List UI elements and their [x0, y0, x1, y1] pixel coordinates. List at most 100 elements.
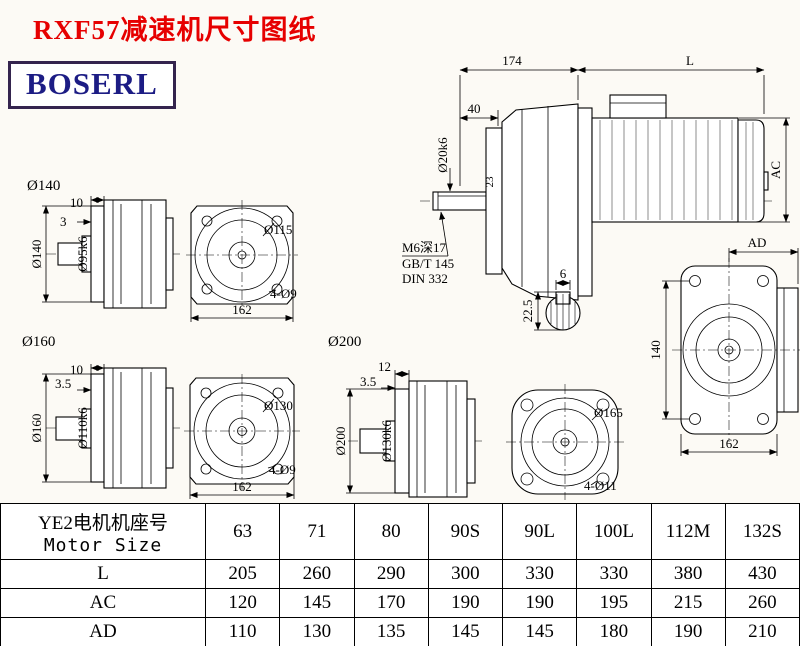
- flange200-label: Ø200: [328, 334, 361, 350]
- motor-size-cell: 90L: [501, 503, 578, 560]
- dim-label: 3.5: [360, 374, 376, 389]
- table-row-AD: AD 110 130 135 145 145 180 190 210: [0, 617, 800, 646]
- table-header-row: YE2电机机座号 Motor Size 63 71 80 90S 90L 100…: [0, 503, 800, 560]
- motor-size-header-cell: YE2电机机座号 Motor Size: [0, 503, 206, 560]
- motor-size-cell: 63: [204, 503, 281, 560]
- dim-row-label: L: [0, 559, 206, 589]
- drawing-canvas: Ø140 10 3 Ø140 Ø95k6: [22, 53, 800, 500]
- dim-label: 3: [60, 214, 67, 229]
- dim-label: Ø140: [29, 240, 44, 269]
- dim-value-cell: 330: [501, 559, 578, 589]
- dim-key-height: 22.5: [520, 291, 563, 331]
- motor-size-cell: 112M: [650, 503, 726, 560]
- front115-view: Ø115 4-Ø9 162: [186, 200, 298, 322]
- dim-value-cell: 210: [724, 617, 800, 646]
- motor-size-header-cn: YE2电机机座号: [38, 512, 168, 534]
- output-flange: [90, 373, 105, 483]
- dim-label: 4-Ø11: [584, 478, 617, 493]
- dim-flange140-width2: 3: [60, 214, 92, 229]
- dim-front115-flange: Ø115: [262, 222, 292, 237]
- table-row-AC: AC 120 145 170 190 190 195 215 260: [0, 588, 800, 618]
- output-side-view: AD 140 162: [648, 235, 800, 456]
- dim-label: 162: [232, 479, 252, 494]
- gear-housing: [103, 367, 167, 489]
- brand-logo-text: BOSERL: [26, 66, 158, 101]
- motor-size-header-en: Motor Size: [43, 534, 163, 556]
- dim-value-cell: 260: [279, 559, 355, 589]
- dim-label: Ø200: [333, 427, 348, 456]
- dim-label: 162: [232, 302, 252, 317]
- dim-flange160-width1: 10: [70, 362, 105, 377]
- dim-flange200-outer: Ø200: [333, 388, 395, 494]
- dim-value-cell: 215: [650, 588, 726, 618]
- flange140-side-view: Ø140 10 3 Ø140 Ø95k6: [27, 178, 180, 309]
- dim-front130-width: 162: [189, 477, 295, 499]
- dim-row-label: AD: [0, 617, 206, 646]
- dim-front165-holes: 4-Ø11: [584, 478, 617, 493]
- dim-front115-holes: 4-Ø9: [268, 286, 297, 301]
- dim-shaft-length: 40: [459, 101, 499, 126]
- page-title: RXF57减速机尺寸图纸: [33, 15, 317, 45]
- dim-value-cell: 290: [353, 559, 429, 589]
- dim-side-height: 140: [648, 280, 689, 420]
- note-tap: M6深17: [402, 240, 447, 255]
- fan-cover: [737, 119, 765, 223]
- note-din-standard: DIN 332: [402, 271, 448, 286]
- dim-ad: AD: [728, 235, 799, 284]
- motor-size-cell: 80: [353, 503, 429, 560]
- motor-size-cell: 100L: [576, 503, 652, 560]
- motor-size-cell: 71: [279, 503, 355, 560]
- dim-value-cell: 190: [650, 617, 726, 646]
- dim-value-cell: 130: [279, 617, 355, 646]
- dim-label: 3.5: [55, 376, 71, 391]
- dim-label: 140: [648, 340, 663, 360]
- dim-front165-flange: Ø165: [591, 405, 623, 421]
- dim-value-cell: 170: [353, 588, 429, 618]
- dim-value-cell: 260: [724, 588, 800, 618]
- motor-body: [591, 117, 739, 223]
- input-shaft: [432, 191, 487, 211]
- dim-side-width: 162: [680, 434, 778, 456]
- dim-label: Ø115: [264, 222, 292, 237]
- dim-flange200-width2: 3.5: [360, 374, 396, 392]
- dim-front115-width: 162: [190, 297, 294, 322]
- motor-size-cell: 132S: [724, 503, 800, 560]
- flange160-side-view: Ø160 10 3.5 Ø160 Ø110k6: [22, 334, 180, 489]
- note-gb-standard: GB/T 145: [402, 256, 454, 271]
- dim-value-cell: 145: [501, 617, 578, 646]
- dimension-table: YE2电机机座号 Motor Size 63 71 80 90S 90L 100…: [0, 503, 800, 646]
- dim-value-cell: 190: [427, 588, 504, 618]
- dim-front130-holes: 4-Ø9: [267, 462, 296, 477]
- dim-label: 6: [560, 266, 567, 281]
- dim-value-cell: 300: [427, 559, 504, 589]
- dim-value-cell: 180: [576, 617, 652, 646]
- flange140-label: Ø140: [27, 178, 60, 194]
- dim-flange200-spigot: Ø130k6: [379, 420, 394, 462]
- dim-value-cell: 110: [204, 617, 281, 646]
- dim-flange160-spigot: Ø110k6: [75, 407, 90, 449]
- dim-label: AD: [748, 235, 767, 250]
- front130-view: Ø130 4-Ø9 162: [184, 374, 300, 499]
- dim-value-cell: 145: [279, 588, 355, 618]
- dim-label: Ø165: [594, 405, 623, 420]
- dim-label: L: [686, 53, 694, 68]
- dim-label: 22.5: [520, 300, 535, 323]
- dim-label: 10: [70, 195, 83, 210]
- dim-value-cell: 430: [724, 559, 800, 589]
- dim-label: Ø130: [264, 398, 293, 413]
- output-flange: [394, 388, 410, 494]
- dim-row-label: AC: [0, 588, 206, 618]
- flange200-side-view: Ø200 12 3.5 Ø200 Ø130k6: [328, 334, 482, 498]
- dim-value-cell: 205: [204, 559, 281, 589]
- brand-logo: BOSERL: [8, 61, 176, 109]
- dim-value-cell: 380: [650, 559, 726, 589]
- gearbox-housing: [501, 103, 579, 301]
- dim-shaft-diameter: Ø20k6: [435, 137, 454, 192]
- dim-label: 40: [468, 101, 481, 116]
- dim-value-cell: 145: [427, 617, 504, 646]
- dim-front130-flange: Ø130: [262, 398, 293, 413]
- assembly-view: 174 L 40 Ø20k6 23 AC M6深17 GB/T 145 DIN …: [402, 53, 790, 331]
- dim-flange200-width1: 12: [378, 359, 410, 389]
- dim-label: 4-Ø9: [269, 462, 296, 477]
